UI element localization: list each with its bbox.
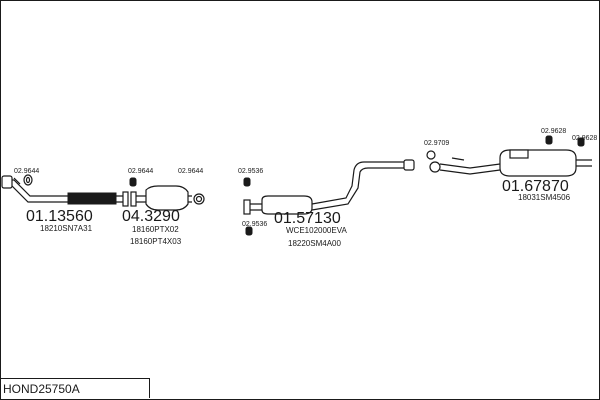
part-number[interactable]: 04.3290 bbox=[122, 208, 180, 225]
rubber-mount-rear-1[interactable] bbox=[545, 135, 553, 145]
diagram-code-label: HOND25750A bbox=[0, 378, 150, 398]
rear-silencer[interactable] bbox=[429, 149, 592, 177]
part-number[interactable]: 01.57130 bbox=[274, 210, 341, 227]
centre-pipe-silencer[interactable] bbox=[243, 159, 415, 215]
accessory-label: 02.9536 bbox=[238, 168, 263, 175]
accessory-label: 02.9644 bbox=[128, 168, 153, 175]
rubber-mount-cat[interactable] bbox=[129, 177, 137, 187]
oem-reference: 18160PTX02 bbox=[132, 225, 179, 234]
gasket-right-of-cat[interactable] bbox=[193, 193, 205, 205]
gasket-rear[interactable] bbox=[426, 150, 465, 161]
accessory-label: 02.9644 bbox=[178, 168, 203, 175]
rubber-mount-centre-lower[interactable] bbox=[245, 226, 253, 236]
oem-reference: 18210SN7A31 bbox=[40, 224, 93, 233]
oem-reference: 18220SM4A00 bbox=[288, 239, 341, 248]
accessory-label: 02.9644 bbox=[14, 168, 39, 175]
oem-reference: 18160PT4X03 bbox=[130, 237, 182, 246]
accessory-label: 02.9709 bbox=[424, 140, 449, 147]
oem-reference: 18031SM4506 bbox=[518, 193, 571, 202]
rubber-mount-centre[interactable] bbox=[243, 177, 251, 187]
catalytic-converter[interactable] bbox=[130, 185, 192, 211]
accessory-label: 02.9628 bbox=[541, 128, 566, 135]
flex-pipe-section bbox=[67, 192, 117, 205]
part-number[interactable]: 01.67870 bbox=[502, 178, 569, 195]
front-pipe-flange bbox=[122, 191, 129, 207]
accessory-label: 02.9628 bbox=[572, 135, 597, 142]
front-pipe[interactable] bbox=[1, 175, 129, 207]
rubber-mount-rear-2[interactable] bbox=[577, 137, 585, 147]
gasket-front[interactable] bbox=[23, 174, 33, 186]
oem-reference: WCE102000EVA bbox=[286, 226, 347, 235]
part-number[interactable]: 01.13560 bbox=[26, 208, 93, 225]
accessory-label: 02.9536 bbox=[242, 221, 267, 228]
front-flange bbox=[1, 175, 13, 189]
